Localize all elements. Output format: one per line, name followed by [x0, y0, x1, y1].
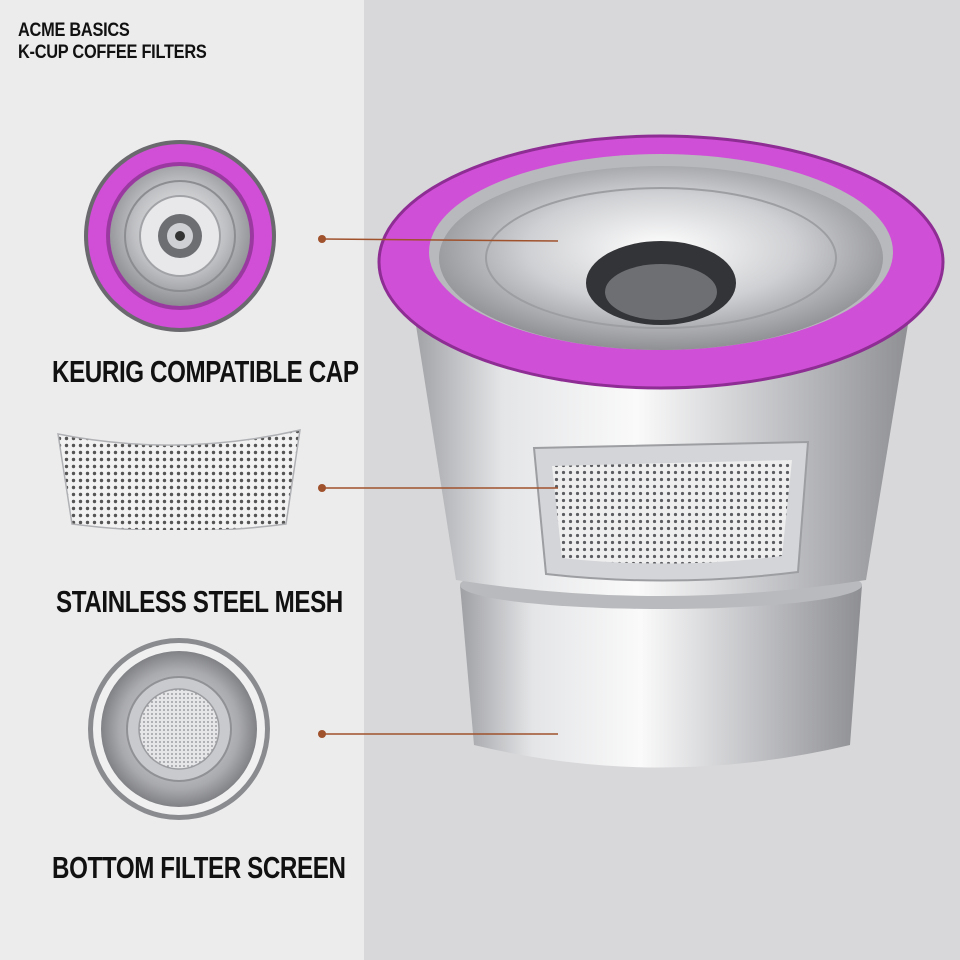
callout-cap — [318, 235, 559, 243]
brand-line-1: ACME BASICS — [18, 20, 130, 41]
filter-bottom-section — [460, 585, 862, 768]
brand-line-2: K-CUP COFFEE FILTERS — [18, 42, 207, 63]
callout-mesh — [318, 484, 558, 492]
brand-title: ACME BASICS K-CUP COFFEE FILTERS — [18, 20, 207, 64]
feature-label-mesh: STAINLESS STEEL MESH — [56, 584, 343, 619]
bottom-screen-icon — [88, 638, 270, 820]
callout-bottom — [318, 730, 558, 738]
feature-label-bottom: BOTTOM FILTER SCREEN — [52, 850, 346, 885]
cap-top-view-icon — [84, 140, 276, 332]
mesh-panel-icon — [57, 429, 301, 530]
feature-label-cap: KEURIG COMPATIBLE CAP — [52, 354, 359, 389]
